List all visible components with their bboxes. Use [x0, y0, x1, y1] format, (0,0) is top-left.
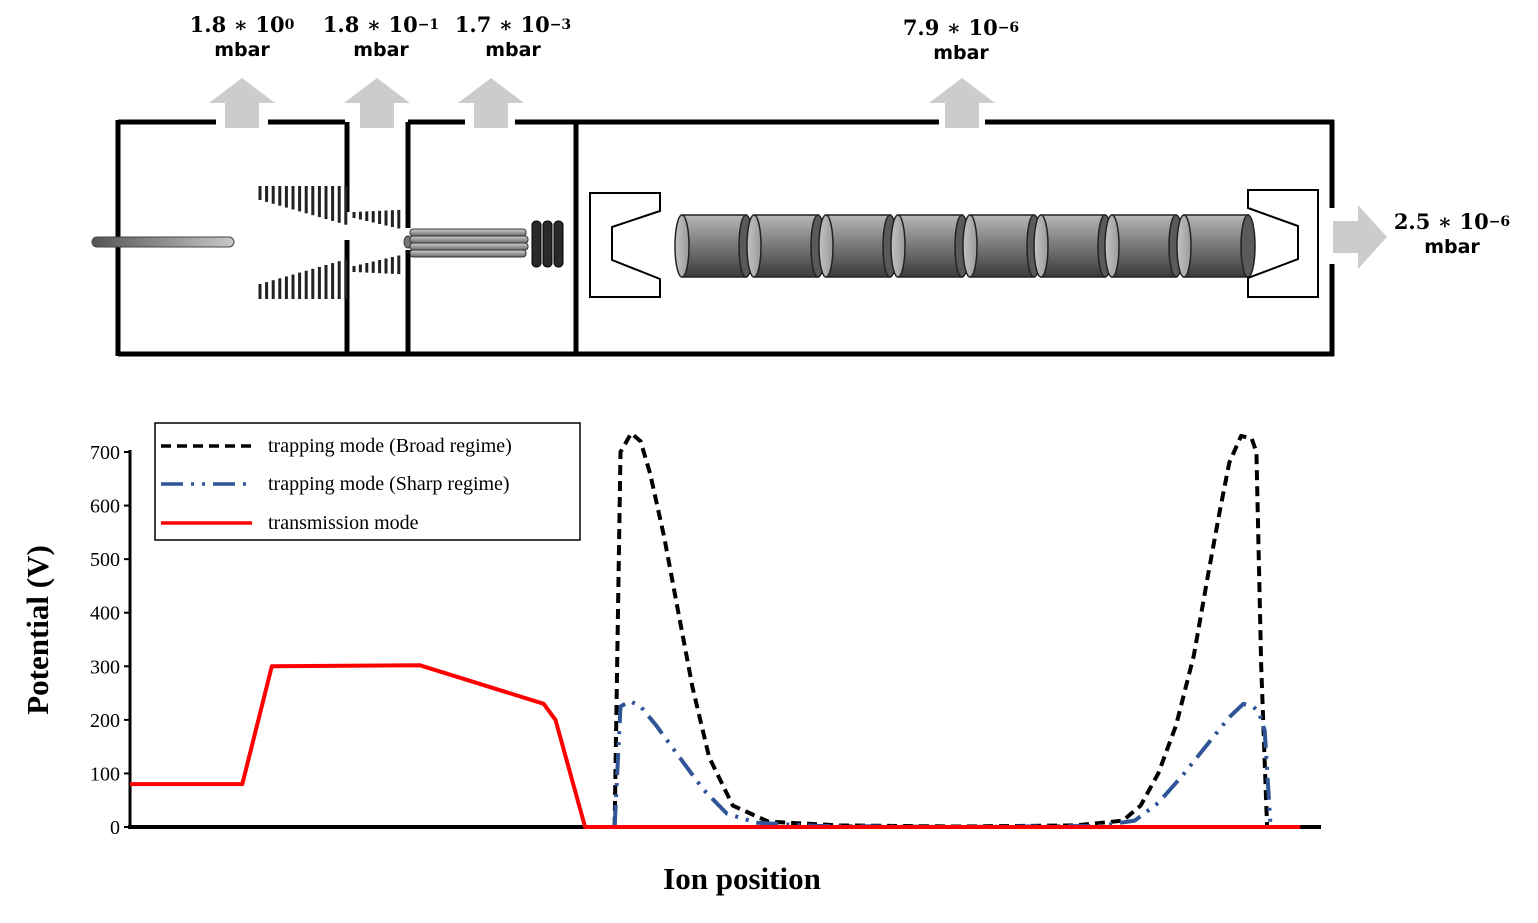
pressure-value-5: 2.5 ∗ 10−6 — [1393, 209, 1511, 234]
legend-label-broad: trapping mode (Broad regime) — [268, 435, 512, 457]
legend-label-sharp: trapping mode (Sharp regime) — [268, 473, 510, 495]
pressure-label-4: 7.9 ∗ 10−6 mbar — [890, 17, 1032, 63]
instrument-schematic — [91, 78, 1387, 357]
x-axis-label: Ion position — [663, 861, 821, 896]
trap-segment-1 — [674, 214, 754, 278]
pressure-unit-4: mbar — [933, 42, 989, 64]
trap-segment-5 — [962, 214, 1042, 278]
pressure-unit-2: mbar — [353, 39, 409, 61]
legend-label-transmission: transmission mode — [268, 512, 419, 534]
trap-segment-4 — [890, 214, 970, 278]
ion-funnel-1 — [258, 186, 348, 299]
pressure-value-1: 1.8 ∗ 100 — [189, 12, 295, 37]
y-ticks: 0 100 200 300 400 500 600 700 — [90, 442, 130, 839]
quadrupole-ion-guide — [403, 228, 529, 258]
pressure-value-3: 1.7 ∗ 10−3 — [454, 12, 572, 37]
y-tick-label: 500 — [90, 549, 120, 571]
y-tick-label: 200 — [90, 710, 120, 732]
series-line-broad — [612, 431, 1270, 829]
pump-arrow-1 — [209, 78, 275, 128]
y-tick-label: 300 — [90, 656, 120, 678]
ion-funnel-2 — [352, 209, 401, 275]
y-tick-label: 700 — [90, 442, 120, 464]
y-tick-label: 0 — [110, 817, 120, 839]
pressure-label-2: 1.8 ∗ 10−1 mbar — [310, 14, 452, 60]
pressure-unit-1: mbar — [214, 39, 270, 61]
y-tick-label: 400 — [90, 603, 120, 625]
pressure-label-3: 1.7 ∗ 10−3 mbar — [442, 14, 584, 60]
pump-arrow-4 — [929, 78, 995, 128]
trap-segment-7 — [1104, 214, 1184, 278]
trap-segment-3 — [818, 214, 898, 278]
series-group — [130, 431, 1301, 829]
pump-arrow-2 — [344, 78, 410, 128]
pressure-unit-5: mbar — [1424, 236, 1480, 258]
pressure-value-4: 7.9 ∗ 10−6 — [902, 15, 1020, 40]
pressure-label-1: 1.8 ∗ 100 mbar — [172, 14, 312, 60]
exit-end-cap — [1247, 189, 1319, 298]
series-line-transmission — [130, 663, 1301, 829]
y-tick-label: 600 — [90, 496, 120, 518]
lens-stack — [531, 220, 564, 268]
vacuum-chamber — [115, 119, 1335, 357]
pressure-value-2: 1.8 ∗ 10−1 — [322, 12, 440, 37]
trap-segment-2 — [746, 214, 826, 278]
pressure-unit-3: mbar — [485, 39, 541, 61]
pressure-label-5: 2.5 ∗ 10−6 mbar — [1385, 211, 1519, 257]
y-axis-label: Potential (V) — [20, 545, 55, 715]
inlet-capillary — [91, 236, 235, 248]
legend: trapping mode (Broad regime) trapping mo… — [154, 422, 581, 541]
trap-segment-6 — [1033, 214, 1113, 278]
ion-trap-segments — [674, 214, 1256, 278]
legend-box — [154, 422, 581, 541]
y-tick-label: 100 — [90, 763, 120, 785]
pump-arrow-3 — [458, 78, 524, 128]
potential-chart: 0 100 200 300 400 500 600 700 Potential (V) Ion… — [20, 422, 1321, 896]
pump-arrow-5 — [1333, 205, 1387, 269]
entrance-end-cap — [589, 192, 661, 298]
trap-segment-8 — [1176, 214, 1256, 278]
